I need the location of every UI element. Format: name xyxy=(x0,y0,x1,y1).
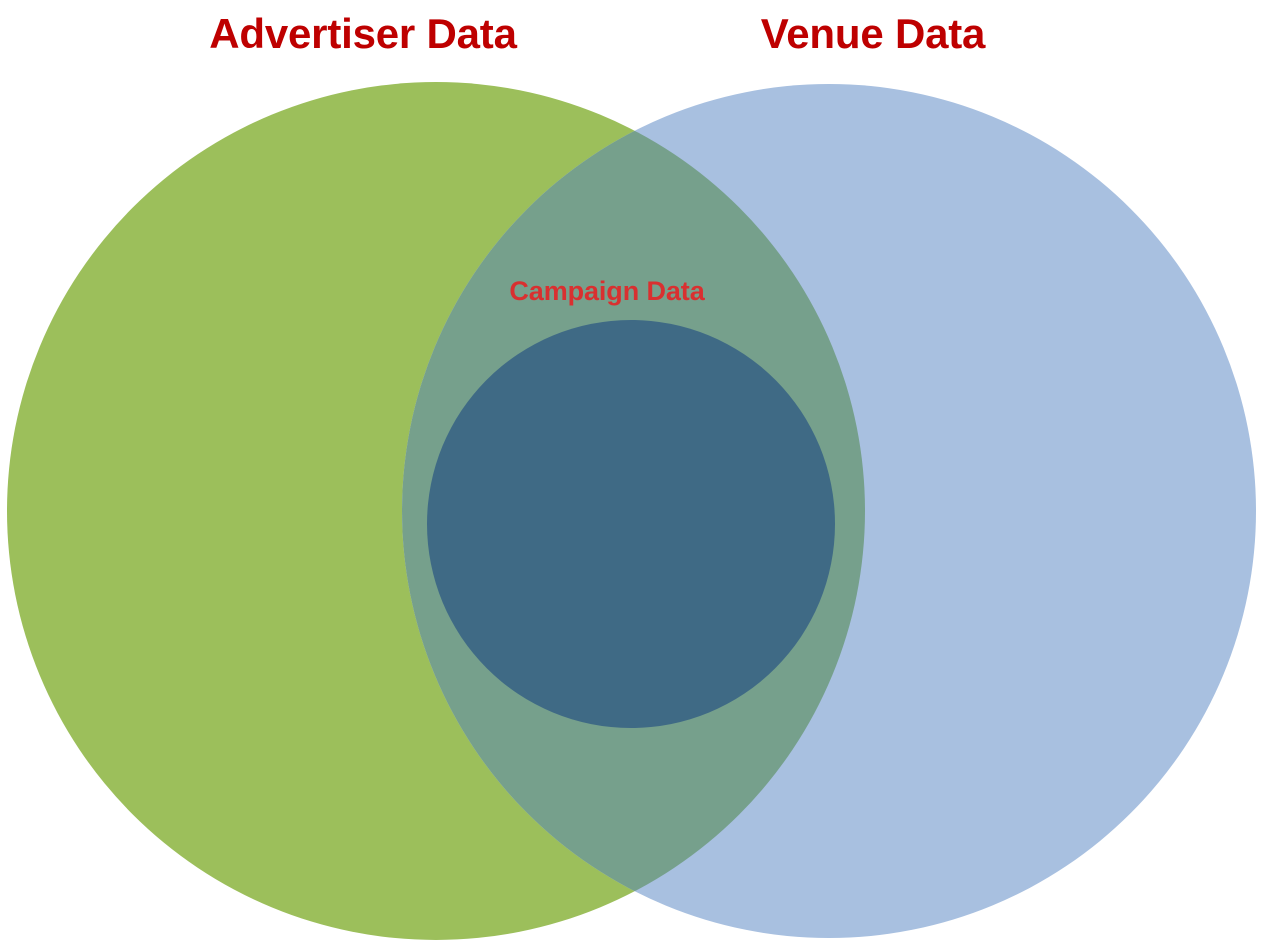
intersection-inner-circle-campaign xyxy=(427,320,835,728)
set-title-advertiser: Advertiser Data xyxy=(209,10,517,57)
intersection-label-campaign: Campaign Data xyxy=(509,276,705,306)
set-title-venue: Venue Data xyxy=(760,10,986,57)
